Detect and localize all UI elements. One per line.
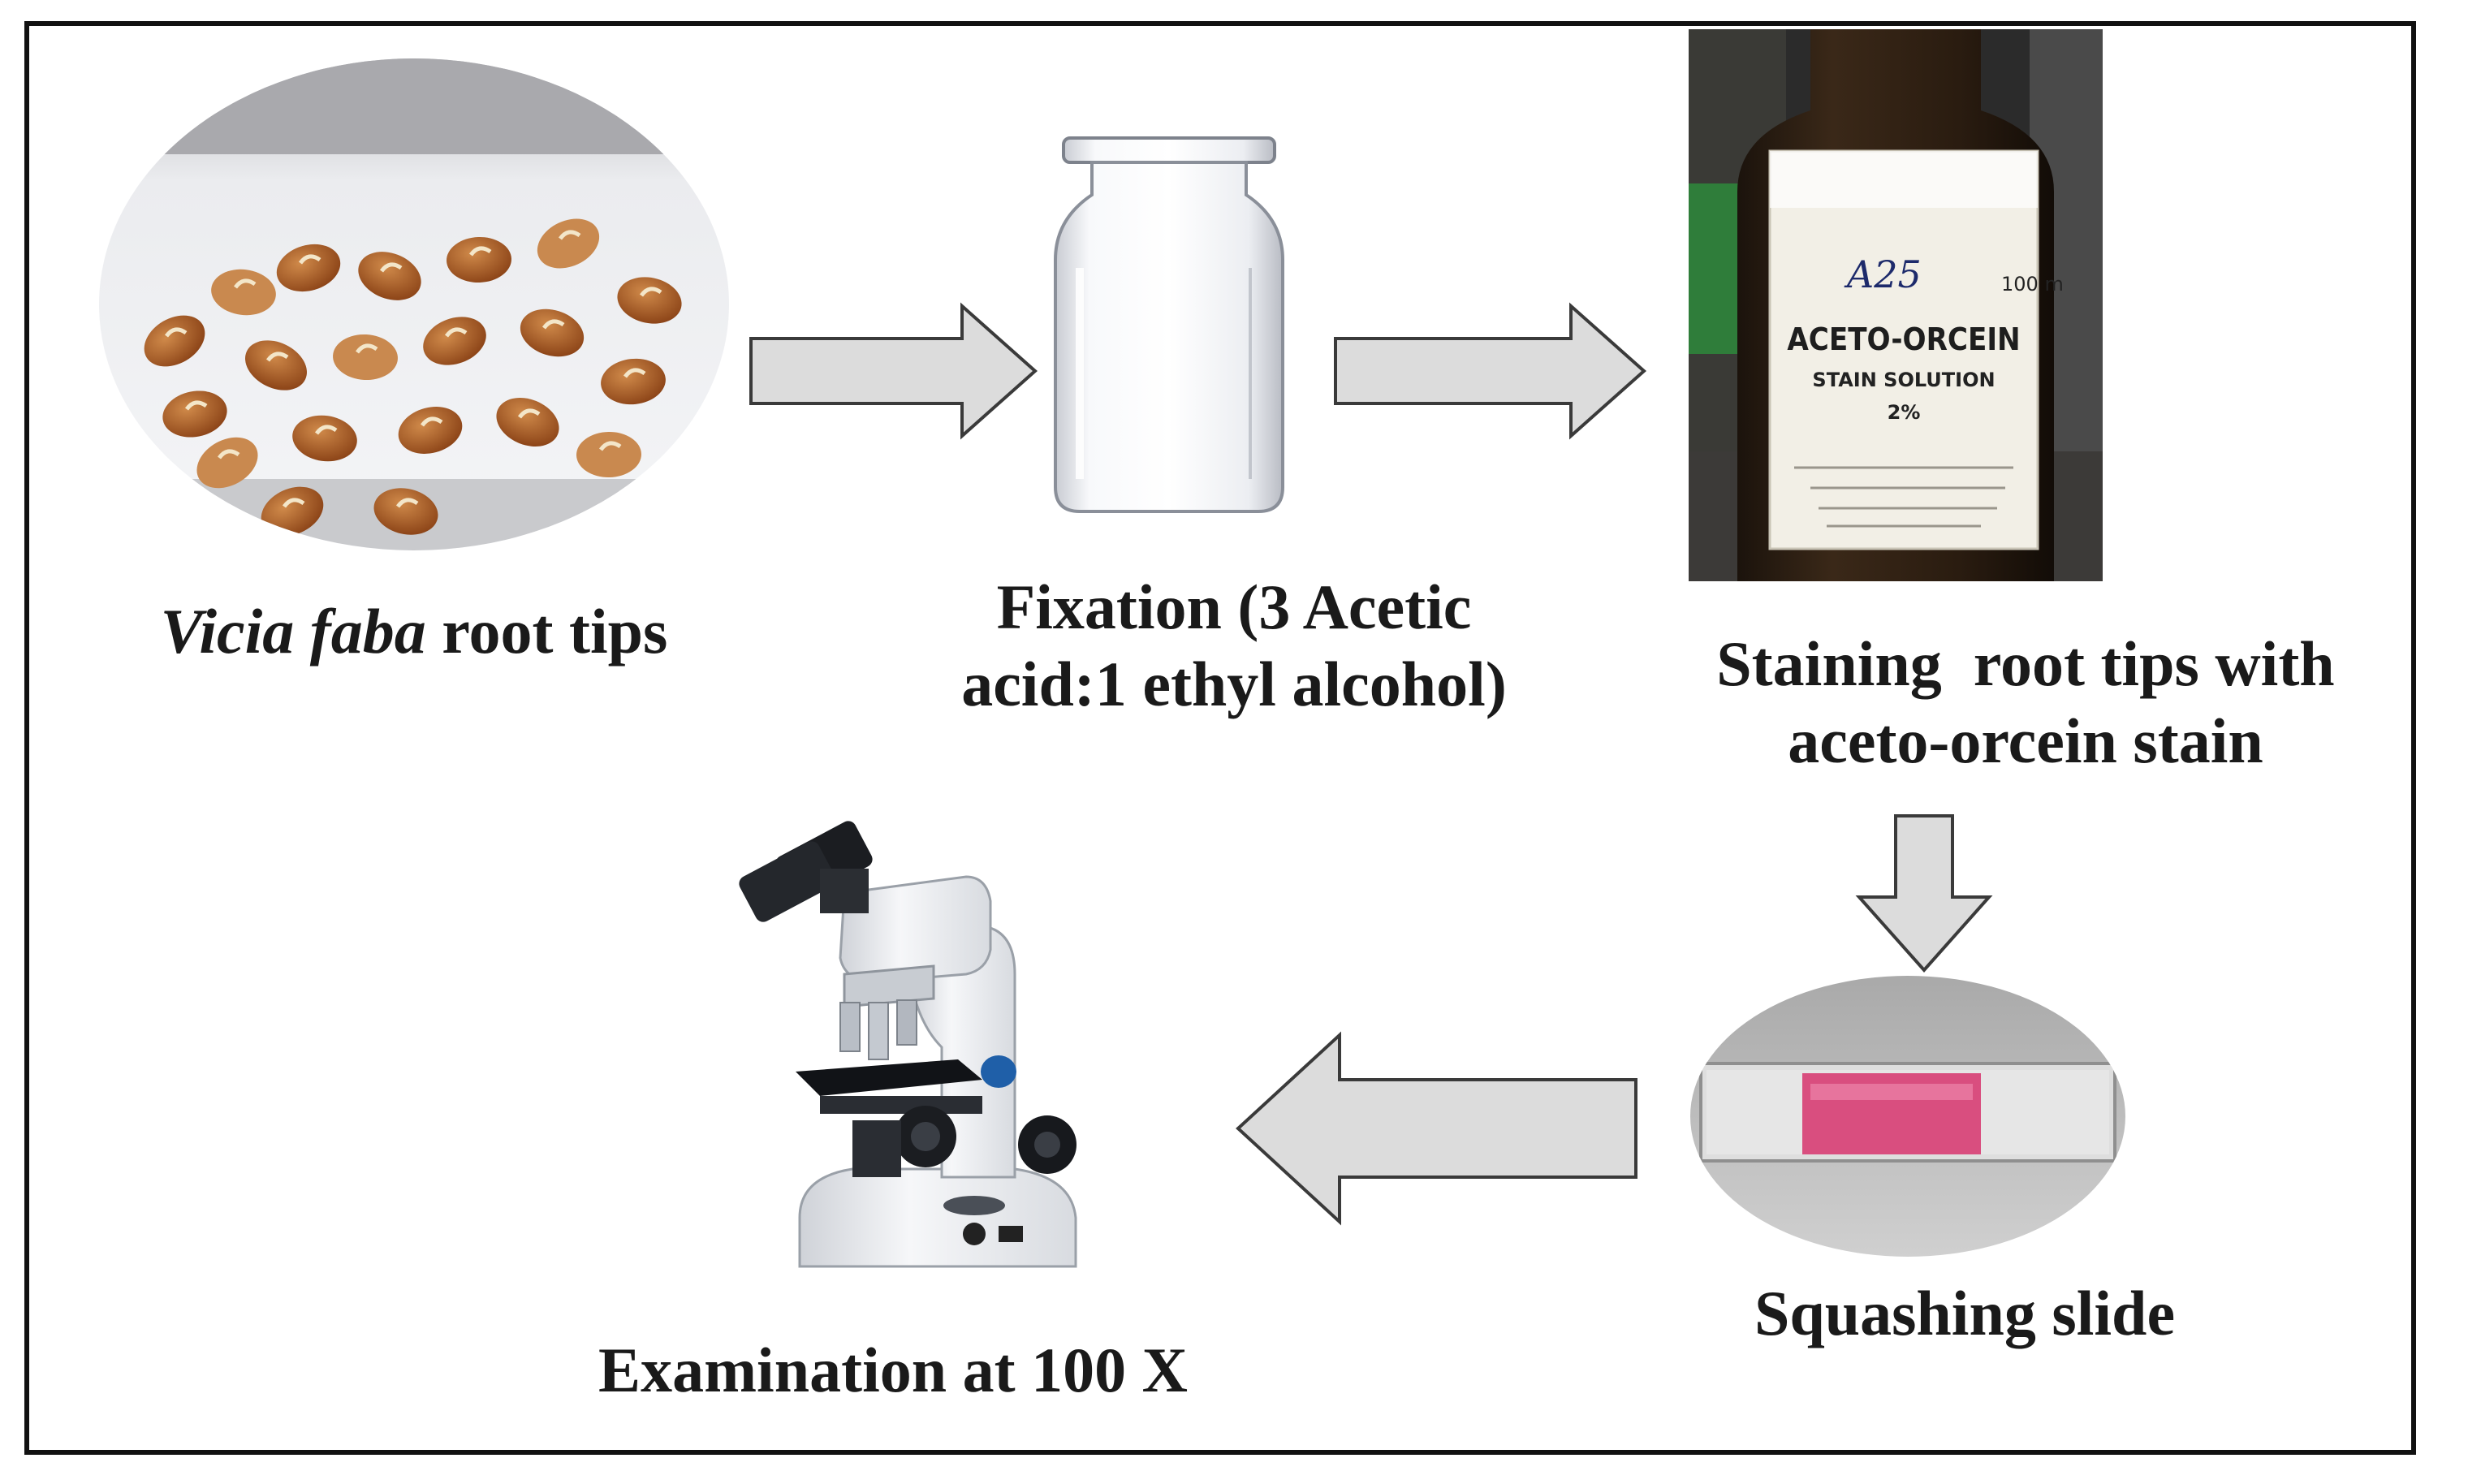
bean-seed [601, 358, 666, 405]
label-examination-text: Examination at 100 X [598, 1335, 1188, 1405]
seed-root-tip [233, 278, 257, 289]
bean-seed [398, 407, 463, 454]
slide-photo [1689, 974, 2127, 1258]
seeds-photo [97, 57, 731, 552]
bean-seed [333, 334, 398, 381]
bottle-volume: 100 m [2001, 273, 2064, 296]
seed-root-tip [623, 368, 646, 378]
seed-root-tip [355, 343, 378, 354]
seed-root-tip [639, 287, 662, 297]
bean-seed [196, 437, 258, 489]
bean-seed [261, 486, 324, 537]
bean-seed [537, 218, 600, 269]
bean-seed [520, 308, 585, 357]
bottle-subtitle: STAIN SOLUTION [1812, 369, 1995, 391]
seed-root-tip [282, 498, 305, 508]
arrow-right-2 [1331, 302, 1648, 440]
bean-seed [358, 252, 421, 300]
label-staining-line1: Staining root tips with [1716, 628, 2335, 699]
bean-seed [245, 340, 307, 390]
label-seeds-species: Vicia faba [160, 596, 426, 667]
seed-root-tip [598, 441, 622, 451]
bottle-title: ACETO-ORCEIN [1787, 321, 2020, 357]
label-fixation-line1: Fixation (3 Acetic [996, 572, 1472, 642]
label-fixation-line2: acid:1 ethyl alcohol) [961, 649, 1507, 720]
bean-seed [576, 431, 641, 478]
arrow-left [1234, 1031, 1640, 1226]
bean-seed [162, 390, 227, 438]
seed-root-tip [395, 498, 419, 508]
bottle-handwriting: A25 [1844, 252, 1922, 296]
seed-root-tip [517, 408, 541, 419]
microscope-image [666, 812, 1104, 1307]
glass-vial [1047, 130, 1291, 520]
seed-root-tip [164, 327, 188, 338]
bean-seed [496, 398, 559, 446]
label-examination: Examination at 100 X [520, 1331, 1266, 1409]
bean-seed [276, 244, 341, 292]
seed-root-tip [298, 254, 321, 265]
bean-seed [423, 317, 486, 365]
seed-root-tip [468, 246, 492, 257]
seed-root-tip [217, 449, 240, 459]
bean-seed [617, 277, 682, 324]
label-seeds: Vicia faba root tips [89, 593, 739, 670]
bean-seed [211, 269, 276, 316]
bean-seed [292, 415, 357, 462]
seed-root-tip [558, 230, 581, 240]
label-staining-line2: aceto-orcein stain [1788, 705, 2263, 777]
label-squashing: Squashing slide [1672, 1275, 2257, 1352]
seed-root-tip [314, 425, 338, 435]
stain-bottle-photo: A25 100 m ACETO-ORCEIN STAIN SOLUTION 2% [1689, 29, 2103, 581]
label-staining: Staining root tips with aceto-orcein sta… [1648, 625, 2403, 779]
label-seeds-rest: root tips [425, 596, 668, 667]
label-fixation: Fixation (3 Acetic acid:1 ethyl alcohol) [885, 568, 1583, 723]
seed-root-tip [444, 327, 468, 338]
bean-seed [144, 315, 205, 367]
arrow-right-1 [747, 302, 1039, 440]
seed-root-tip [420, 416, 443, 427]
bean-seed [447, 236, 511, 283]
seed-root-tip [541, 319, 565, 330]
seed-root-tip [379, 262, 403, 273]
seed-root-tip [184, 400, 208, 411]
label-squashing-text: Squashing slide [1754, 1278, 2176, 1348]
bean-seeds [144, 218, 682, 537]
arrow-down [1851, 812, 1997, 974]
bottle-percent: 2% [1888, 401, 1921, 424]
seed-root-tip [265, 352, 289, 362]
bean-seed [373, 488, 438, 535]
